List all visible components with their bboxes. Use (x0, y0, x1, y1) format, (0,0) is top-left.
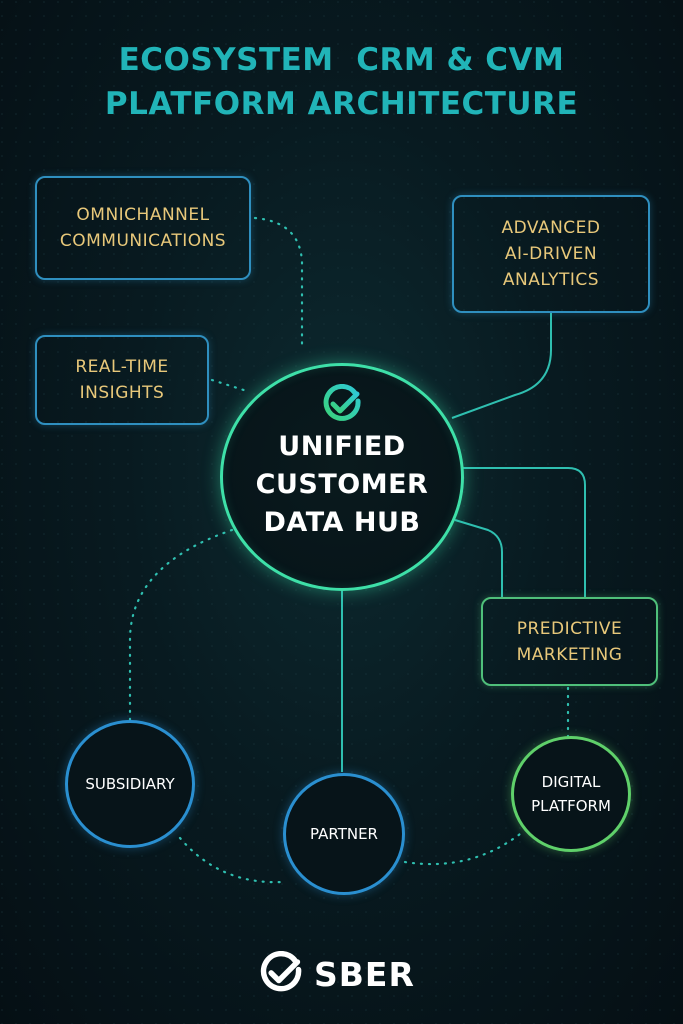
connector-insights (210, 378, 252, 394)
connector-subsidiary (128, 528, 234, 724)
node-label-line: DIGITAL (541, 773, 601, 791)
connector-marketing-a (463, 467, 586, 598)
hub-label: UNIFIED CUSTOMER DATA HUB (256, 428, 429, 542)
node-label: SUBSIDIARY (85, 775, 175, 793)
title-line-1: ECOSYSTEM CRM & CVM (118, 42, 565, 78)
box-label-line: MARKETING (516, 644, 623, 665)
box-label-line: INSIGHTS (79, 383, 165, 403)
box-label-line: REAL-TIME (75, 357, 169, 377)
box-predictive-marketing: PREDICTIVE MARKETING (481, 597, 658, 686)
box-label-line: PREDICTIVE (516, 618, 623, 639)
box-label-line: OMNICHANNEL (76, 205, 210, 225)
node-partner: PARTNER (283, 773, 405, 895)
connector-analytics (451, 312, 552, 419)
box-label-line: COMMUNICATIONS (59, 231, 227, 251)
sber-check-logo-icon (260, 951, 302, 992)
node-digital-platform: DIGITAL PLATFORM (511, 736, 631, 852)
title-line-2: PLATFORM ARCHITECTURE (104, 86, 579, 122)
hub-label-line: CUSTOMER (255, 469, 429, 500)
node-label-line: PLATFORM (531, 797, 611, 815)
hub-label-line: UNIFIED (278, 431, 406, 462)
connector-subsidiary-partner (178, 836, 285, 884)
connector-omnichannel (253, 216, 304, 347)
connector-marketing-b (454, 519, 503, 598)
box-real-time-insights: REAL-TIME INSIGHTS (35, 335, 209, 425)
node-label: PARTNER (310, 825, 378, 843)
unified-customer-data-hub: UNIFIED CUSTOMER DATA HUB (220, 363, 464, 591)
box-label-line: ANALYTICS (502, 270, 600, 290)
box-ai-driven-analytics: ADVANCED AI-DRIVEN ANALYTICS (452, 195, 650, 313)
sber-check-logo-icon (323, 384, 361, 421)
sber-brand: SBER (258, 950, 415, 998)
box-label-line: ADVANCED (501, 218, 601, 238)
node-subsidiary: SUBSIDIARY (65, 720, 195, 848)
box-omnichannel-communications: OMNICHANNEL COMMUNICATIONS (35, 176, 251, 280)
box-label-line: AI-DRIVEN (504, 244, 598, 264)
brand-name: SBER (314, 954, 415, 994)
hub-label-line: DATA HUB (263, 507, 421, 538)
